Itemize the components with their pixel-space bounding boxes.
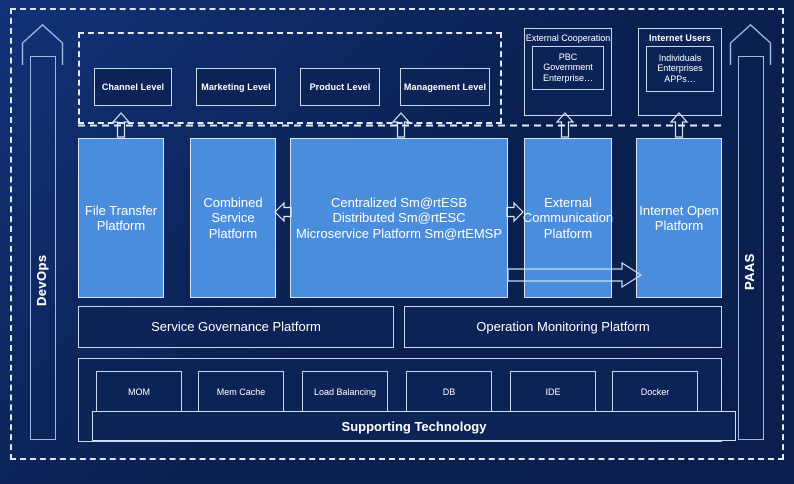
business-level-management[interactable]: Management Level — [400, 68, 490, 106]
paas-label: PAAS — [742, 253, 757, 290]
up-arrow-external-communication-icon — [555, 112, 575, 138]
core-integration-platform[interactable]: Centralized Sm@rtESB Distributed Sm@rtES… — [290, 138, 508, 298]
business-level-product[interactable]: Product Level — [300, 68, 380, 106]
devops-rail — [30, 56, 56, 440]
external-cooperation-inner: PBC Government Enterprise… — [532, 45, 604, 90]
core-platform-line-1: Centralized Sm@rtESB — [330, 195, 468, 210]
paas-rail — [738, 56, 764, 440]
up-arrow-file-transfer-icon — [111, 112, 131, 138]
operation-monitoring-platform[interactable]: Operation Monitoring Platform — [404, 306, 722, 348]
combined-service-platform[interactable]: Combined Service Platform — [190, 138, 276, 298]
supporting-technology-title: Supporting Technology — [92, 411, 736, 441]
support-tech-mom[interactable]: MOM — [96, 371, 182, 413]
devops-up-arrow-icon — [21, 23, 64, 65]
long-right-arrow-core-to-internet-open-icon — [507, 261, 643, 289]
paas-up-arrow-icon — [729, 23, 772, 65]
support-tech-db[interactable]: DB — [406, 371, 492, 413]
internet-users-group[interactable]: Internet Users Individuals Enterprises A… — [638, 28, 722, 116]
external-cooperation-title: External Cooperation — [525, 33, 611, 43]
external-cooperation-group[interactable]: External Cooperation PBC Government Ente… — [524, 28, 612, 116]
business-level-channel[interactable]: Channel Level — [94, 68, 172, 106]
support-tech-docker[interactable]: Docker — [612, 371, 698, 413]
right-arrow-core-to-external-icon — [506, 201, 524, 223]
business-level-marketing[interactable]: Marketing Level — [196, 68, 276, 106]
support-tech-ide[interactable]: IDE — [510, 371, 596, 413]
support-tech-load-balancing[interactable]: Load Balancing — [302, 371, 388, 413]
internet-users-inner: Individuals Enterprises APPs… — [646, 45, 714, 92]
devops-label: DevOps — [34, 254, 49, 306]
up-arrow-core-platform-icon — [391, 112, 411, 138]
service-governance-platform[interactable]: Service Governance Platform — [78, 306, 394, 348]
left-arrow-core-to-combined-icon — [274, 201, 292, 223]
internet-open-platform[interactable]: Internet Open Platform — [636, 138, 722, 298]
internet-users-title: Internet Users — [649, 33, 711, 43]
file-transfer-platform[interactable]: File Transfer Platform — [78, 138, 164, 298]
support-tech-mem-cache[interactable]: Mem Cache — [198, 371, 284, 413]
outer-boundary — [10, 8, 784, 460]
external-communication-platform[interactable]: External Communication Platform — [523, 138, 613, 298]
business-levels-container — [78, 32, 502, 124]
up-arrow-internet-open-icon — [669, 112, 689, 138]
core-platform-line-2: Distributed Sm@rtESC — [332, 210, 466, 226]
core-platform-line-3: Microservice Platform Sm@rtEMSP — [295, 225, 503, 241]
